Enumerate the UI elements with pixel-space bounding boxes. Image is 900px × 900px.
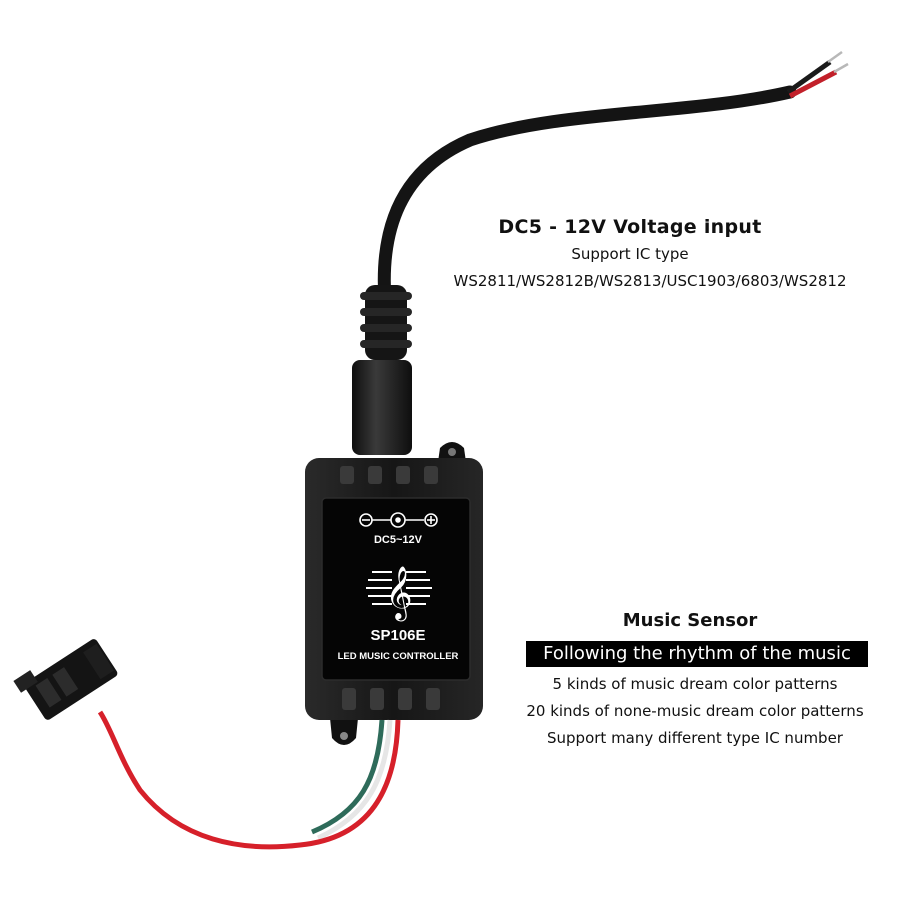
mounting-tab-bottom <box>330 718 358 745</box>
power-input-title: DC5 - 12V Voltage input <box>498 216 762 238</box>
label-panel <box>321 497 471 681</box>
dc-jack <box>352 360 412 455</box>
top-vents <box>340 466 438 484</box>
green-wire <box>311 719 385 835</box>
treble-clef-icon: 𝄞 <box>366 565 432 621</box>
music-highlight-band: Following the rhythm of the music <box>526 641 868 667</box>
ic-type-list: WS2811/WS2812B/WS2813/USC1903/6803/WS281… <box>453 272 847 290</box>
polarity-symbol <box>359 512 438 528</box>
music-sensor-title: Music Sensor <box>622 610 758 631</box>
svg-text:𝄞: 𝄞 <box>385 565 412 621</box>
device-name-label: LED MUSIC CONTROLLER <box>338 651 459 662</box>
voltage-label: DC5~12V <box>374 534 423 546</box>
strain-relief <box>360 285 412 360</box>
power-cable <box>377 85 797 307</box>
stripped-wires <box>786 50 849 99</box>
feature-item: Support many different type IC number <box>547 729 843 747</box>
jst-connector <box>13 639 118 720</box>
feature-item: 20 kinds of none-music dream color patte… <box>526 702 864 720</box>
bottom-vents <box>342 688 440 710</box>
feature-item: 5 kinds of music dream color patterns <box>552 675 838 693</box>
model-label: SP106E <box>370 627 425 644</box>
red-wire <box>97 710 401 850</box>
ic-support-subtitle: Support IC type <box>571 245 689 263</box>
white-wire <box>316 719 393 841</box>
